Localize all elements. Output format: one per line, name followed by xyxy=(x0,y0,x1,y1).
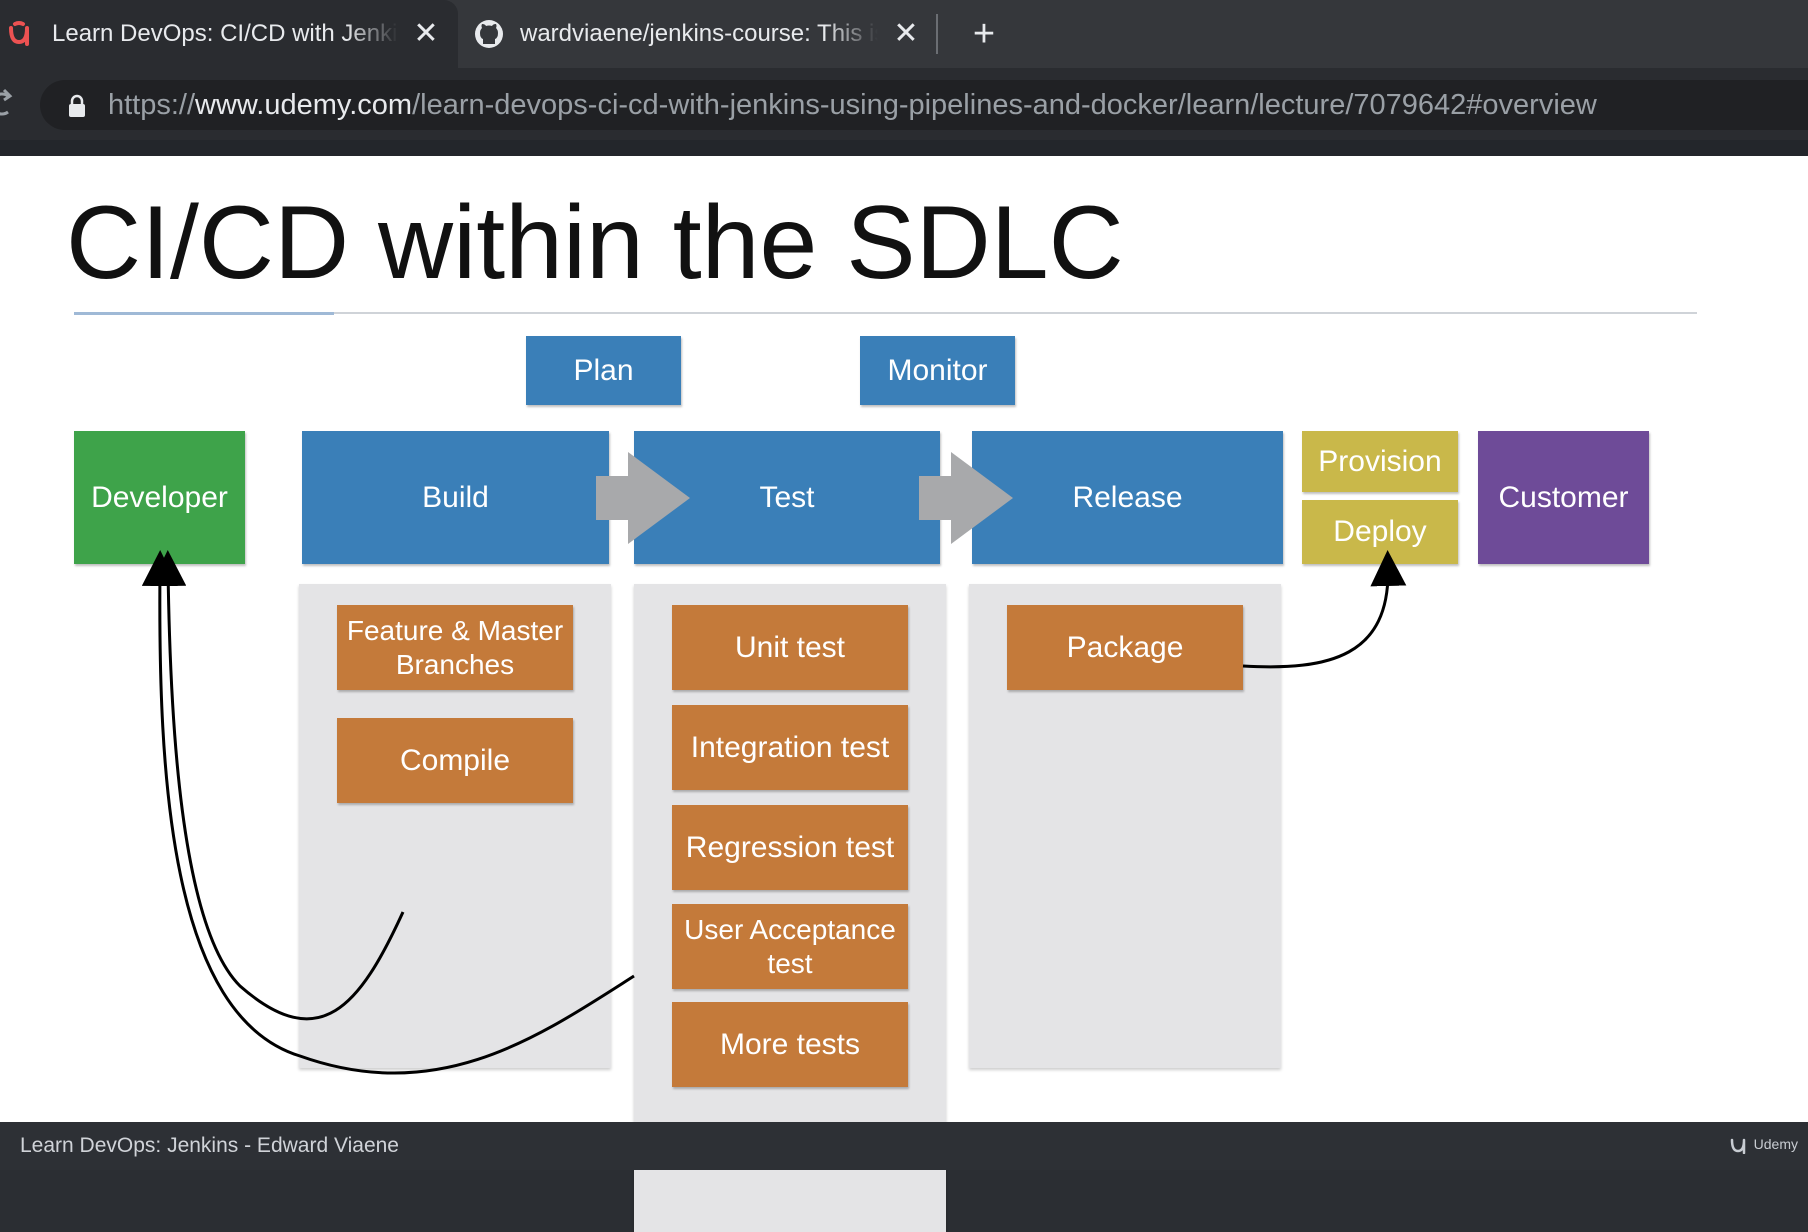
close-tab-icon[interactable]: ✕ xyxy=(893,17,919,50)
udemy-logo-text: Udemy xyxy=(1753,1136,1798,1152)
video-slide[interactable]: CI/CD within the SDLC Plan Monitor Devel… xyxy=(0,156,1808,1232)
github-icon xyxy=(474,19,504,49)
title-divider-accent xyxy=(74,312,334,315)
omnibox[interactable]: https://www.udemy.com/learn-devops-ci-cd… xyxy=(40,80,1808,130)
user-acceptance-test-box: User Acceptance test xyxy=(672,904,908,989)
url-text[interactable]: https://www.udemy.com/learn-devops-ci-cd… xyxy=(108,89,1597,122)
toolbar-divider xyxy=(0,140,1808,156)
udemy-icon xyxy=(1730,1139,1745,1155)
url-scheme: https:// xyxy=(108,89,196,121)
lock-icon[interactable] xyxy=(66,94,88,118)
url-path: /learn-devops-ci-cd-with-jenkins-using-p… xyxy=(412,89,1597,121)
integration-test-box: Integration test xyxy=(672,705,908,790)
plan-box: Plan xyxy=(526,336,681,405)
regression-test-box: Regression test xyxy=(672,805,908,890)
new-tab-button[interactable]: + xyxy=(972,13,996,55)
tab-separator xyxy=(936,14,938,54)
title-divider xyxy=(74,312,1697,314)
test-to-release-arrow-icon xyxy=(919,452,1013,544)
udemy-logo: Udemy xyxy=(1730,1136,1798,1155)
monitor-box: Monitor xyxy=(860,336,1015,405)
more-tests-box: More tests xyxy=(672,1002,908,1087)
customer-box: Customer xyxy=(1478,431,1649,564)
developer-box: Developer xyxy=(74,431,245,564)
url-host: www.udemy.com xyxy=(195,89,413,121)
player-footer: Learn DevOps: Jenkins - Edward Viaene Ud… xyxy=(0,1122,1808,1170)
slide-title: CI/CD within the SDLC xyxy=(66,185,1124,301)
tab-udemy[interactable]: Learn DevOps: CI/CD with Jenkins using P… xyxy=(0,0,458,68)
feature-master-branches-box: Feature & Master Branches xyxy=(337,605,573,690)
udemy-icon xyxy=(6,19,36,49)
package-box: Package xyxy=(1007,605,1243,690)
tab-bar: Learn DevOps: CI/CD with Jenkins using P… xyxy=(0,0,1808,68)
build-stage-box: Build xyxy=(302,431,609,564)
tab-title: wardviaene/jenkins-course: This is the c… xyxy=(520,20,878,47)
reload-icon[interactable] xyxy=(0,86,16,122)
close-tab-icon[interactable]: ✕ xyxy=(413,17,439,50)
address-bar-row: https://www.udemy.com/learn-devops-ci-cd… xyxy=(0,68,1808,140)
build-to-test-arrow-icon xyxy=(596,452,690,544)
compile-box: Compile xyxy=(337,718,573,803)
deploy-box: Deploy xyxy=(1302,500,1458,564)
tab-github[interactable]: wardviaene/jenkins-course: This is the c… xyxy=(468,0,938,68)
tab-title: Learn DevOps: CI/CD with Jenkins using P… xyxy=(52,20,398,47)
release-stage-box: Release xyxy=(972,431,1283,564)
unit-test-box: Unit test xyxy=(672,605,908,690)
provision-box: Provision xyxy=(1302,431,1458,492)
course-label: Learn DevOps: Jenkins - Edward Viaene xyxy=(20,1134,399,1157)
